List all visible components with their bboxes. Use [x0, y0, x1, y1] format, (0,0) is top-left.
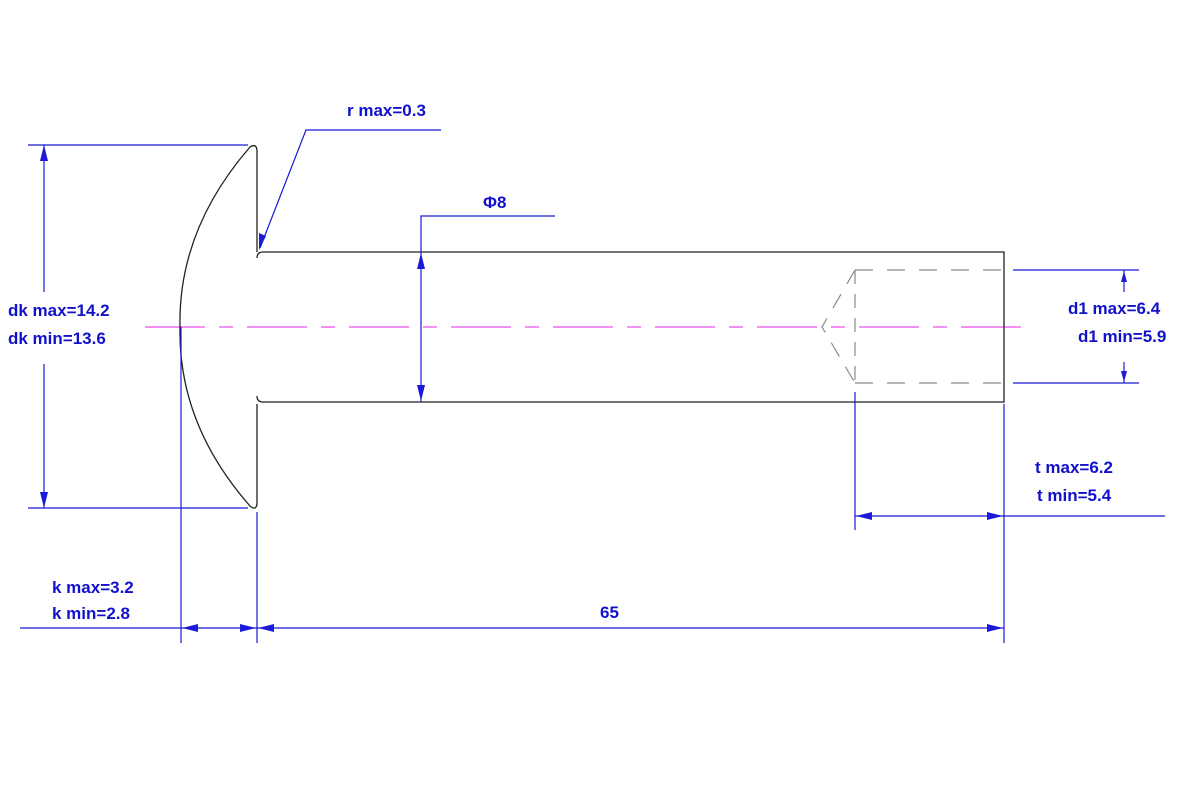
phi-label: Φ8: [483, 193, 506, 212]
k-max-label: k max=3.2: [52, 578, 134, 597]
d1-dimension: d1 max=6.4 d1 min=5.9: [1013, 269, 1166, 384]
t-min-label: t min=5.4: [1037, 486, 1112, 505]
d1-max-label: d1 max=6.4: [1068, 299, 1161, 318]
k-min-label: k min=2.8: [52, 604, 130, 623]
length-label: 65: [600, 603, 619, 622]
dk-dimension: dk max=14.2 dk min=13.6: [8, 144, 248, 509]
t-dimension: t max=6.2 t min=5.4: [854, 392, 1165, 643]
k-and-length-dimension: k max=3.2 k min=2.8 65: [20, 327, 1004, 643]
r-leader: r max=0.3: [259, 101, 441, 250]
t-max-label: t max=6.2: [1035, 458, 1113, 477]
d1-min-label: d1 min=5.9: [1078, 327, 1166, 346]
rivet-shank: [256, 251, 1005, 403]
dk-max-label: dk max=14.2: [8, 301, 110, 320]
shank-diameter-dimension: Φ8: [417, 193, 555, 402]
dk-min-label: dk min=13.6: [8, 329, 106, 348]
rivet-head: [179, 144, 258, 509]
hidden-hole: [821, 269, 1004, 384]
r-max-label: r max=0.3: [347, 101, 426, 120]
rivet-outline: [179, 144, 1005, 509]
